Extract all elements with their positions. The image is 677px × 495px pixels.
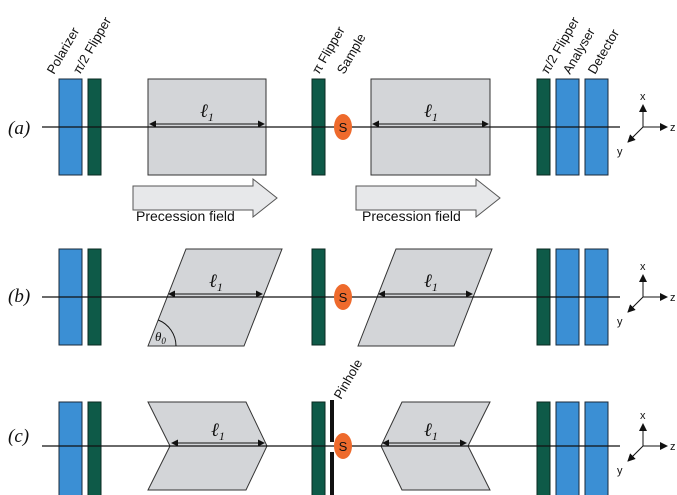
axis-x-b: x: [640, 261, 646, 273]
pinhole-upper: [330, 400, 334, 442]
row-c-label: (c): [8, 426, 29, 447]
polarizer-c: [58, 401, 83, 495]
sample-a: [334, 114, 352, 140]
row-c: (c) ℓ1 ℓ1 S Pinhole x z y: [8, 356, 676, 495]
axis-x-c: x: [640, 410, 646, 422]
row-b: (b) ℓ1 ℓ1 θ0 S x z y: [8, 248, 676, 347]
precession-label-right: Precession field: [362, 208, 461, 224]
axes-a: x z y: [617, 91, 676, 158]
row-a: (a) ℓ1 ℓ1 S Precession field Precession …: [8, 78, 676, 224]
ell-left-c: ℓ1: [211, 420, 225, 443]
sample-c-text: S: [339, 439, 348, 454]
axis-z-c: z: [670, 441, 676, 453]
detector-c: [584, 401, 609, 495]
precession-label-left: Precession field: [136, 208, 235, 224]
angle-label-b: θ0: [155, 329, 166, 346]
angle-arc-b: [158, 319, 177, 347]
pi2-flipper-right-c: [536, 401, 551, 495]
axes-c: x z y: [617, 410, 676, 477]
axis-y-a: y: [617, 146, 623, 158]
pinhole-label: Pinhole: [331, 356, 366, 401]
axis-z-a: z: [670, 122, 676, 134]
pinhole-lower: [330, 452, 334, 495]
sample-a-text: S: [339, 120, 348, 135]
analyser-c: [555, 401, 580, 495]
precession-arrow-left: [132, 177, 278, 219]
axis-x-a: x: [640, 91, 646, 103]
row-b-label: (b): [8, 286, 30, 307]
pi-flipper-c: [311, 401, 326, 495]
row-a-label: (a): [8, 118, 30, 139]
pi2-flipper-left-label: π/2 Flipper: [70, 14, 115, 77]
axis-z-b: z: [670, 292, 676, 304]
ell-left-a: ℓ1: [200, 101, 214, 124]
sample-c: [334, 433, 352, 459]
sample-b: [334, 284, 352, 310]
ell-right-c: ℓ1: [424, 420, 438, 443]
pi2-flipper-left-c: [87, 401, 102, 495]
axis-y-c: y: [617, 465, 623, 477]
axis-y-b: y: [617, 316, 623, 328]
axes-b: x z y: [617, 261, 676, 328]
ell-left-b: ℓ1: [209, 271, 223, 294]
precession-arrow-right: [355, 177, 501, 219]
sample-b-text: S: [339, 290, 348, 305]
ell-right-a: ℓ1: [424, 101, 438, 124]
ell-right-b: ℓ1: [424, 271, 438, 294]
